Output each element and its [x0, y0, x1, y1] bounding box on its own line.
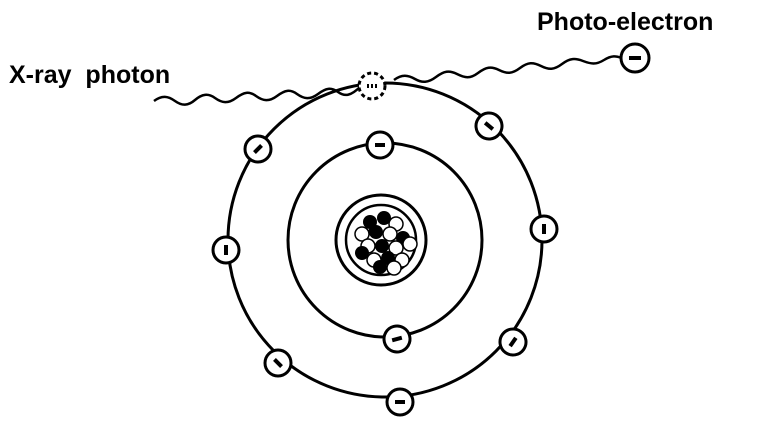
outer-electron	[260, 345, 297, 382]
outer-electron	[387, 389, 413, 415]
nucleon	[387, 261, 401, 275]
xray-photon-label: X-ray photon	[9, 63, 170, 88]
ejected-photoelectron	[621, 44, 649, 72]
inner-electron	[381, 323, 413, 355]
photoelectron-path	[394, 56, 622, 81]
nucleon	[375, 239, 389, 253]
outer-electron	[495, 324, 531, 360]
inner-electron	[367, 132, 393, 158]
xray-photon-wave	[154, 86, 361, 105]
nucleon	[368, 228, 376, 236]
electron-vacancy	[359, 73, 385, 99]
outer-electron	[240, 131, 277, 168]
nucleon	[383, 227, 397, 241]
outer-electron	[531, 216, 557, 242]
nucleus	[336, 195, 426, 285]
nucleon	[373, 260, 387, 274]
outer-electron	[213, 237, 239, 263]
nucleon	[403, 237, 417, 251]
photoelectron-label: Photo-electron	[537, 10, 713, 35]
